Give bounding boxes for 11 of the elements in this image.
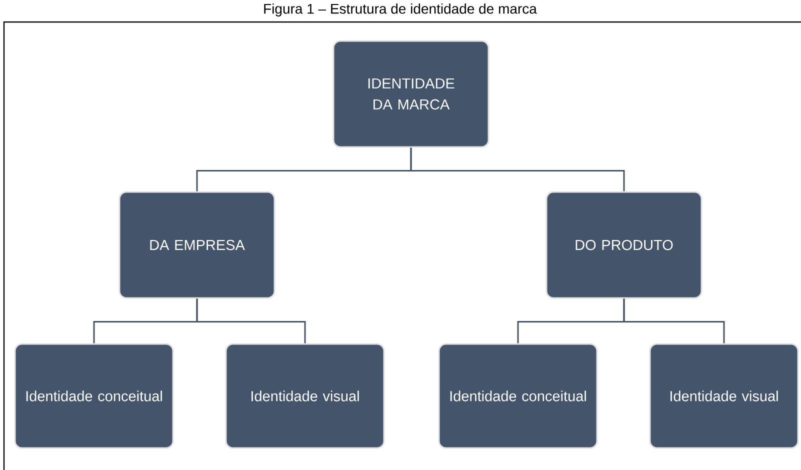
- hierarchy-box: Identidade visual: [225, 343, 385, 449]
- hierarchy-box: DO PRODUTO: [546, 191, 702, 299]
- connector: [623, 298, 725, 344]
- hierarchy-box: IDENTIDADE DA MARCA: [332, 40, 490, 148]
- hierarchy-box: Identidade visual: [649, 343, 799, 449]
- hierarchy-box: DA EMPRESA: [118, 191, 276, 299]
- hierarchy-box: Identidade conceitual: [14, 343, 174, 449]
- connector: [410, 148, 625, 192]
- figure-title: Figura 1 – Estrutura de identidade de marca: [264, 3, 537, 17]
- hierarchy-box: Identidade conceitual: [438, 343, 598, 449]
- connector: [196, 298, 306, 344]
